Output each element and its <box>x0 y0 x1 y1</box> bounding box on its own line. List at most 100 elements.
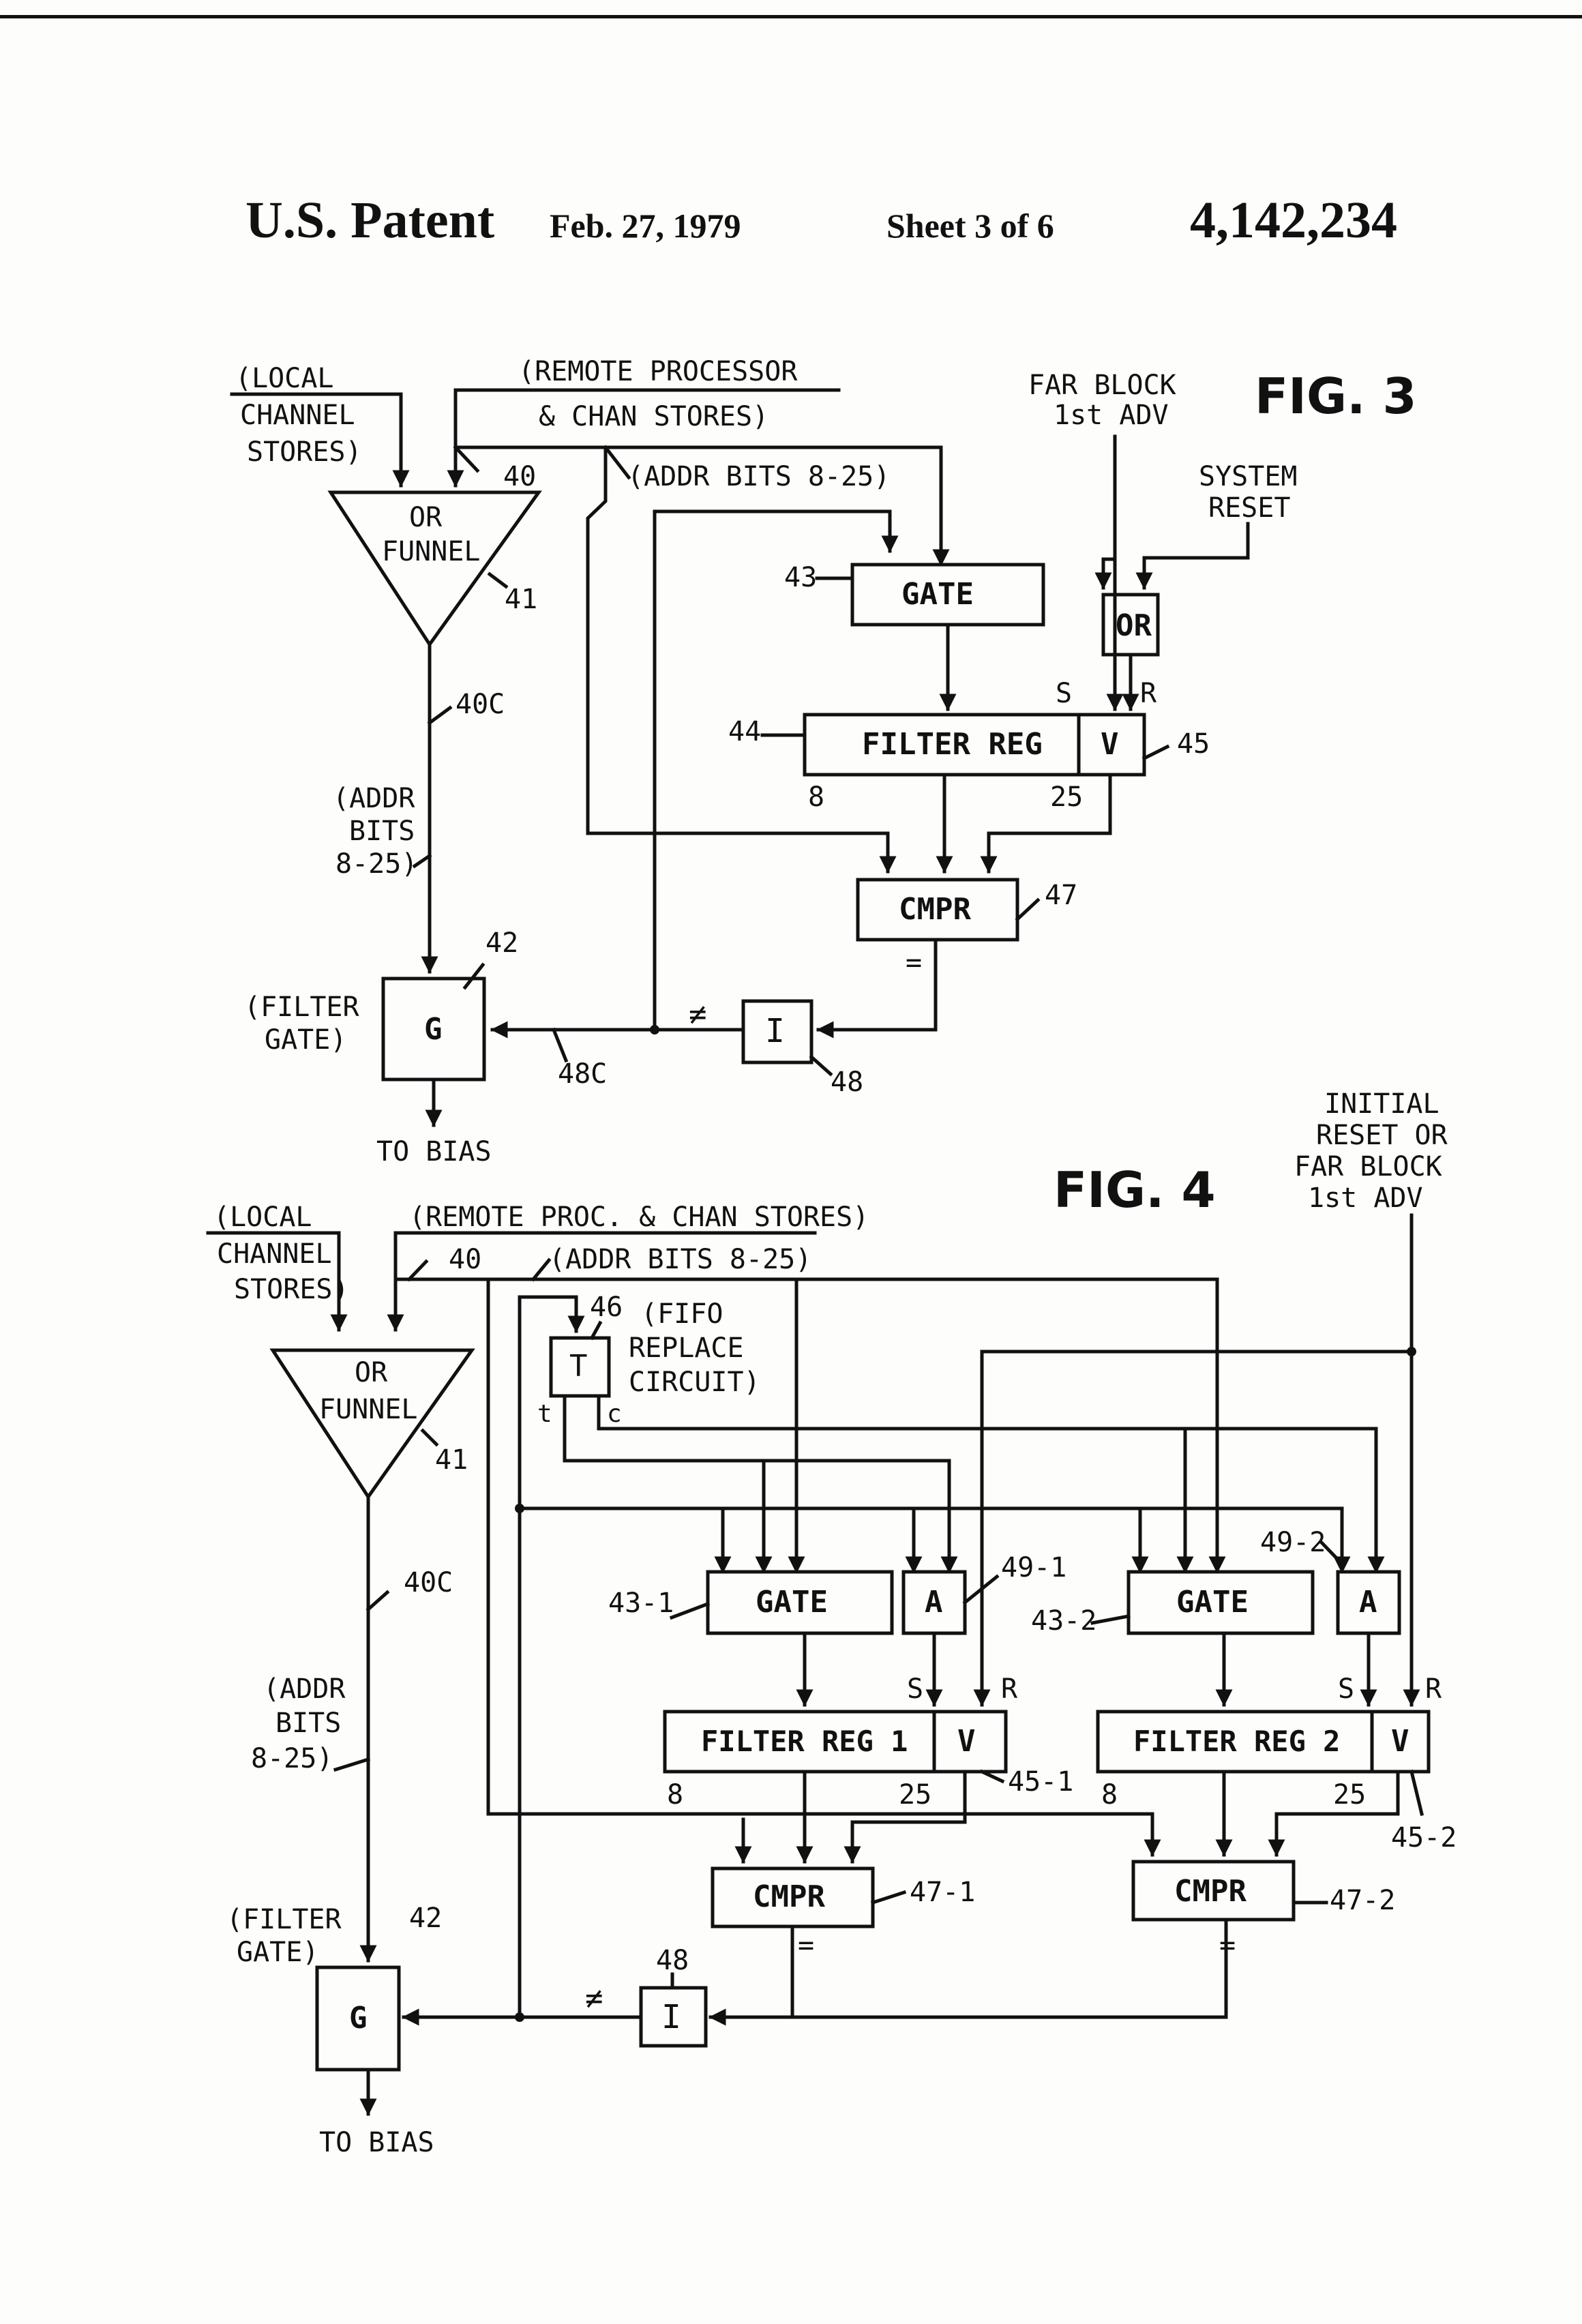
fig3-s-label: S <box>1056 678 1072 709</box>
fig4-ref-43-2: 43-2 <box>1031 1605 1096 1637</box>
fig3-diagram: FIG. 3 (LOCAL CHANNEL STORES) (REMOTE PR… <box>230 356 1417 1167</box>
fig3-lead-40c <box>427 705 453 726</box>
fig3-or-funnel <box>327 490 542 648</box>
fig4-bit-25-label-1: 25 <box>899 1779 931 1811</box>
fig3-ref-44: 44 <box>728 716 761 747</box>
fig4-filter-reg-2-label: FILTER REG 2 <box>1133 1725 1340 1758</box>
fig3-local-label-1: (LOCAL <box>235 363 334 394</box>
fig4-v2-to-cmpr2-wire <box>1268 1770 1400 1857</box>
fig4-reset-to-v1-wire <box>973 1350 1414 1707</box>
fig3-far-block-label-1: FAR BLOCK <box>1028 370 1176 401</box>
fig4-and-1-label: A <box>925 1585 943 1620</box>
fig3-ref-40: 40 <box>503 461 536 492</box>
fig4-lead-45-2 <box>1409 1769 1424 1817</box>
fig3-inverter-label: I <box>765 1012 785 1050</box>
fig4-inverter-label: I <box>661 1998 681 2036</box>
patent-date: Feb. 27, 1979 <box>550 207 741 245</box>
fig4-filter-gate-label: G <box>349 2001 368 2036</box>
fig4-or-funnel <box>269 1348 475 1500</box>
fig4-ref-43-1: 43-1 <box>608 1588 674 1619</box>
fig3-addr-label-2: BITS <box>349 816 415 847</box>
fig4-c-output-label: c <box>607 1400 622 1428</box>
fig3-lead-47 <box>1015 897 1041 922</box>
fig4-feedback-to-t-wire <box>518 1295 585 2019</box>
fig3-bus-40-wire <box>453 445 950 567</box>
fig3-far-to-or-wire <box>1094 557 1117 590</box>
fig4-filter-reg-2 <box>1096 1710 1431 1774</box>
fig3-filter-reg-label: FILTER REG <box>862 727 1043 762</box>
fig4-title: FIG. 4 <box>1054 1161 1216 1219</box>
fig4-junction-dot-3 <box>515 2012 524 2022</box>
fig4-eq-label-1: = <box>798 1930 814 1961</box>
fig4-remote-label: (REMOTE PROC. & CHAN STORES) <box>409 1202 869 1233</box>
fig4-lead-40c <box>365 1590 390 1612</box>
fig4-v1-to-cmpr1-wire <box>844 1770 967 1864</box>
fig4-lead-47-1 <box>870 1890 907 1905</box>
top-rule <box>0 15 1582 18</box>
fig4-bit-25-label-2: 25 <box>1333 1779 1366 1811</box>
fig3-v-to-cmpr-wire <box>980 773 1112 874</box>
fig3-addr-to-cmpr-wire <box>586 445 897 874</box>
fig3-ref-40c: 40C <box>456 689 505 720</box>
fig4-ref-46: 46 <box>590 1292 623 1323</box>
fig4-initial-label-3: FAR BLOCK <box>1294 1151 1442 1182</box>
fig3-bit-25-label: 25 <box>1050 781 1083 813</box>
fig3-ref-47: 47 <box>1045 880 1077 911</box>
fig4-addr-to-cmpr2-wire <box>486 1277 1161 1857</box>
fig3-system-reset-label-2: RESET <box>1208 492 1290 524</box>
fig4-filter-reg-1 <box>663 1710 1008 1774</box>
fig4-fifo-label-3: CIRCUIT) <box>629 1367 760 1398</box>
fig3-remote-input-wire <box>447 388 841 488</box>
fig4-ref-45-2: 45-2 <box>1391 1822 1457 1853</box>
fig4-bit-8-label-2: 8 <box>1101 1779 1118 1811</box>
fig3-lead-45 <box>1141 744 1170 761</box>
fig3-or-funnel-label-1: OR <box>409 502 443 533</box>
fig4-fifo-t-block <box>549 1336 611 1398</box>
fig3-filter-gate-label-1: (FILTER <box>244 992 359 1023</box>
fig4-gate-2 <box>1126 1570 1315 1635</box>
fig4-junction-dot-2 <box>1407 1347 1416 1356</box>
fig4-filter-reg-1-label: FILTER REG 1 <box>701 1725 908 1758</box>
fig3-filter-gate-label: G <box>424 1012 443 1047</box>
fig3-lead-48 <box>809 1054 833 1077</box>
fig3-system-reset-label-1: SYSTEM <box>1199 461 1298 492</box>
fig3-ref-41: 41 <box>505 584 537 615</box>
fig4-local-label-1: (LOCAL <box>213 1202 312 1233</box>
fig4-junction-dot-1 <box>515 1504 524 1513</box>
fig3-ref-48: 48 <box>831 1067 863 1098</box>
fig4-cmpr-2-label: CMPR <box>1174 1874 1247 1909</box>
fig4-addr-tick <box>531 1257 552 1282</box>
fig4-lead-43-2 <box>1090 1614 1131 1625</box>
fig3-remote-label-1: (REMOTE PROCESSOR <box>518 356 798 387</box>
fig3-cmpr <box>856 878 1019 942</box>
fig3-tick-40 <box>453 445 480 473</box>
fig3-local-label-3: STORES) <box>247 436 362 468</box>
fig4-addr-label-2: BITS <box>275 1708 341 1739</box>
fig3-neq-label: ≠ <box>689 997 707 1032</box>
fig3-ref-45: 45 <box>1177 728 1210 760</box>
fig3-addr-tick <box>603 445 631 480</box>
fig4-fifo-label-2: REPLACE <box>629 1332 744 1364</box>
fig4-ref-49-1: 49-1 <box>1001 1552 1066 1583</box>
fig4-s-label-2: S <box>1338 1673 1354 1705</box>
fig4-fifo-t-label: T <box>569 1349 588 1384</box>
fig3-feedback-wire <box>653 509 899 1032</box>
fig4-addr-label-3: 8-25) <box>251 1743 333 1774</box>
fig3-local-input-wire <box>230 392 410 488</box>
fig3-or-funnel-label-2: FUNNEL <box>382 536 481 567</box>
fig4-bus-40-wire <box>393 1277 1226 1574</box>
fig4-initial-label-1: INITIAL <box>1324 1088 1439 1120</box>
fig3-ref-43: 43 <box>784 562 817 593</box>
fig4-fifo-label-1: (FIFO <box>641 1298 723 1330</box>
fig4-remote-input-wire <box>387 1231 817 1332</box>
fig3-addr-bits-label: (ADDR BITS 8-25) <box>627 461 890 492</box>
fig4-filter-gate <box>315 1965 401 2072</box>
fig3-gate-label: GATE <box>901 577 974 612</box>
fig4-or-funnel-label-2: FUNNEL <box>319 1394 418 1425</box>
fig3-filter-reg <box>803 713 1146 777</box>
fig4-r-label-1: R <box>1001 1673 1018 1705</box>
fig4-addr-tick-2 <box>333 1757 371 1772</box>
fig4-cmpr-1-label: CMPR <box>753 1879 825 1914</box>
fig4-feedback-bus-wire <box>518 1506 1351 1574</box>
fig4-local-input-wire <box>206 1231 348 1332</box>
